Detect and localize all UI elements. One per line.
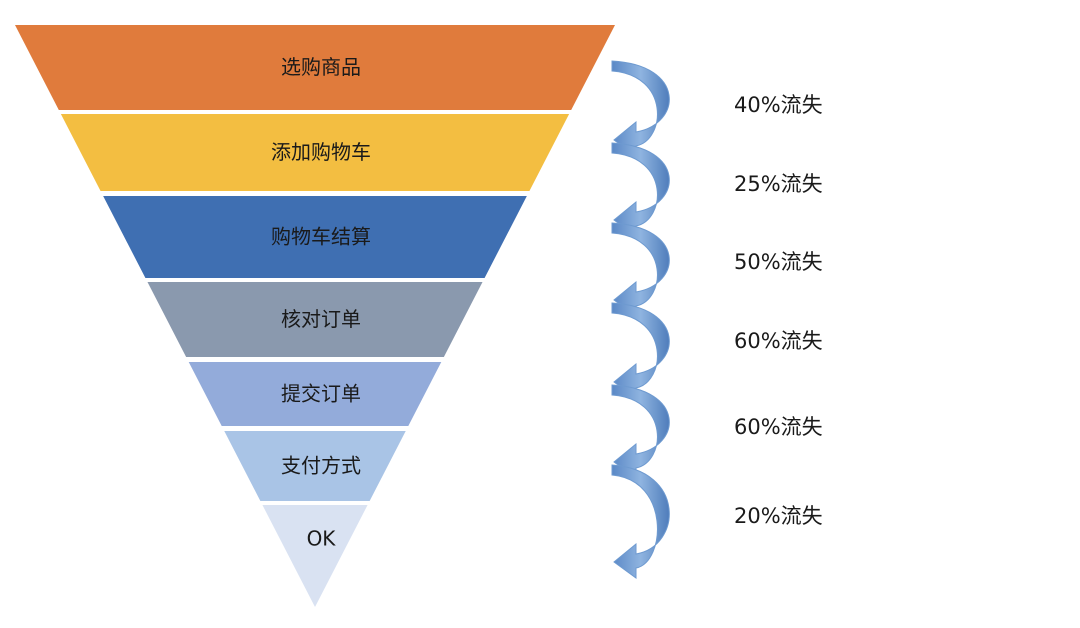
stage-label-2: 添加购物车 <box>271 140 371 164</box>
curved-arrow-icon <box>611 222 670 317</box>
stage-label-7: OK <box>307 527 337 551</box>
funnel-stage: 支付方式 <box>224 431 406 501</box>
funnel-stage: OK <box>262 505 368 607</box>
funnel-segment-1 <box>15 25 615 110</box>
loss-label-3: 50%流失 <box>734 250 823 274</box>
funnel-stage: 购物车结算 <box>103 196 527 278</box>
stage-label-6: 支付方式 <box>281 454 361 478</box>
funnel-segment-3 <box>103 196 527 278</box>
funnel-stage: 选购商品 <box>15 25 615 110</box>
curved-arrow-icon <box>611 302 670 399</box>
loss-label-1: 40%流失 <box>734 93 823 117</box>
curved-arrow-icon <box>611 142 670 237</box>
funnel-segment-5 <box>188 362 442 426</box>
curved-arrow-icon <box>611 60 670 157</box>
funnel-segment-7 <box>262 505 368 607</box>
stage-label-3: 购物车结算 <box>271 225 371 249</box>
loss-label-5: 60%流失 <box>734 415 823 439</box>
funnel-segment-4 <box>147 282 483 357</box>
funnel-stages: 选购商品 添加购物车 购物车结算 核对订单 提交订单 支付方式 OK <box>15 25 615 607</box>
funnel-stage: 提交订单 <box>188 362 442 426</box>
curved-arrow-icon <box>611 384 670 479</box>
loss-label-2: 25%流失 <box>734 172 823 196</box>
funnel-segment-6 <box>224 431 406 501</box>
stage-label-1: 选购商品 <box>281 55 361 79</box>
loss-label-4: 60%流失 <box>734 329 823 353</box>
funnel-stage: 核对订单 <box>147 282 483 357</box>
loss-labels: 40%流失 25%流失 50%流失 60%流失 60%流失 20%流失 <box>734 93 823 528</box>
stage-label-5: 提交订单 <box>281 382 361 406</box>
funnel-stage: 添加购物车 <box>60 114 570 191</box>
curved-arrow-icon <box>611 464 670 579</box>
loss-label-6: 20%流失 <box>734 504 823 528</box>
flow-arrows <box>611 60 670 579</box>
stage-label-4: 核对订单 <box>281 307 361 331</box>
funnel-segment-2 <box>60 114 570 191</box>
